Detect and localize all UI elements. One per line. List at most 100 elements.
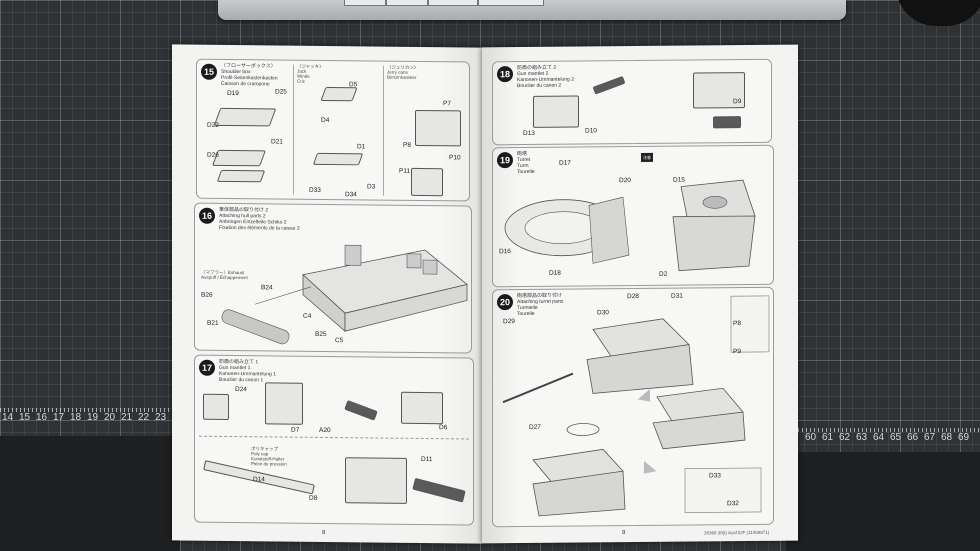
footer-code: 35368 38(t) Ausf.E/F (11058871) bbox=[704, 529, 770, 536]
part-label: P8 bbox=[733, 320, 741, 328]
part-label: D19 bbox=[227, 89, 239, 98]
part-shape bbox=[345, 457, 407, 504]
left-page: 15 〈フローサーボックス〉 Shoulder box Profil-Seite… bbox=[172, 44, 482, 544]
part-label: C5 bbox=[335, 337, 344, 345]
part-label: D29 bbox=[503, 318, 515, 326]
part-label: B24 bbox=[261, 284, 273, 292]
part-shape bbox=[533, 95, 579, 128]
ruler-number: 23 bbox=[155, 412, 167, 423]
part-label: D15 bbox=[673, 176, 685, 184]
divider bbox=[199, 435, 469, 440]
part-label: D8 bbox=[309, 494, 318, 502]
ruler-number: 69 bbox=[958, 432, 970, 443]
laptop-key bbox=[428, 0, 478, 6]
ruler-number: 16 bbox=[36, 412, 48, 423]
part-label: D21 bbox=[271, 138, 283, 146]
part-label: D31 bbox=[671, 292, 683, 300]
laptop-key bbox=[386, 0, 428, 6]
part-label: D20 bbox=[619, 177, 631, 185]
part-label: D17 bbox=[559, 159, 571, 167]
part-label: D5 bbox=[349, 81, 358, 89]
right-page: 18 防盾の組み立て 2 Gun mantlet 2 Kanonen-Umman… bbox=[482, 44, 798, 544]
ruler-number: 21 bbox=[121, 412, 133, 423]
ruler-number: 60 bbox=[805, 432, 817, 443]
ruler-number: 62 bbox=[839, 432, 851, 443]
divider bbox=[383, 65, 384, 196]
part-shape bbox=[401, 391, 443, 425]
turret-assembly-drawing bbox=[502, 295, 770, 517]
part-label: D2 bbox=[659, 270, 668, 278]
hull-drawing bbox=[221, 244, 468, 345]
part-label: D7 bbox=[291, 426, 300, 434]
part-label: D10 bbox=[585, 127, 597, 135]
part-shape bbox=[713, 116, 741, 129]
part-label: P11 bbox=[399, 167, 411, 175]
part-shape bbox=[203, 393, 229, 420]
step-number: 15 bbox=[201, 63, 217, 80]
part-label: D9 bbox=[733, 98, 742, 106]
part-shape bbox=[411, 167, 443, 197]
part-label: D28 bbox=[627, 293, 639, 301]
part-label: P7 bbox=[443, 100, 451, 108]
divider bbox=[293, 64, 294, 195]
step-title: 防盾の組み立て 1 Gun mantlet 1 Kanonen-Ummantel… bbox=[219, 358, 276, 384]
ruler-number: 64 bbox=[873, 432, 885, 443]
part-label: D33 bbox=[309, 186, 321, 194]
part-shape bbox=[592, 75, 626, 95]
part-shape bbox=[320, 86, 358, 102]
column-title: 〈ジャッキ〉 Jack Winde Cric bbox=[297, 63, 324, 84]
column-title: 〈ジェリカン〉 Jerry cans Benzinkanister bbox=[387, 64, 419, 80]
part-label: D1 bbox=[357, 143, 366, 151]
part-label: D18 bbox=[549, 269, 561, 277]
table-edge bbox=[786, 452, 980, 551]
part-shape bbox=[213, 107, 277, 127]
part-label: D25 bbox=[275, 88, 287, 96]
ruler-number: 15 bbox=[19, 412, 31, 423]
page-number: 9 bbox=[622, 530, 626, 537]
step-15-panel: 15 〈フローサーボックス〉 Shoulder box Profil-Seite… bbox=[196, 58, 470, 202]
ruler-number: 17 bbox=[53, 412, 65, 423]
part-label: A20 bbox=[319, 426, 331, 435]
part-shape bbox=[216, 169, 266, 183]
part-label: B26 bbox=[201, 291, 213, 299]
part-shape bbox=[415, 109, 461, 147]
turret-drawing bbox=[504, 179, 756, 272]
part-label: D3 bbox=[367, 183, 376, 191]
step-title: 防盾の組み立て 2 Gun mantlet 2 Kanonen-Ummantel… bbox=[517, 64, 574, 90]
step-number: 17 bbox=[199, 359, 215, 376]
ruler-number: 65 bbox=[890, 432, 902, 443]
part-label: D33 bbox=[709, 472, 721, 480]
ruler-right: 960616263646566676869 bbox=[786, 428, 980, 456]
page-number: 8 bbox=[322, 529, 326, 536]
step-18-panel: 18 防盾の組み立て 2 Gun mantlet 2 Kanonen-Umman… bbox=[492, 58, 772, 146]
part-label: D27 bbox=[529, 423, 541, 431]
ruler-number: 20 bbox=[104, 412, 116, 423]
ruler-number: 14 bbox=[2, 412, 14, 423]
part-shape bbox=[312, 152, 364, 166]
part-shape bbox=[412, 477, 466, 503]
part-label: D6 bbox=[439, 424, 448, 432]
ruler-number: 66 bbox=[907, 432, 919, 443]
part-label: P8 bbox=[403, 141, 411, 149]
part-label: D14 bbox=[253, 476, 265, 484]
step-number: 18 bbox=[497, 66, 513, 83]
step-title: 〈フローサーボックス〉 Shoulder box Profil-Seitenka… bbox=[221, 62, 278, 88]
laptop-edge bbox=[218, 0, 846, 20]
part-label: D32 bbox=[727, 500, 739, 508]
part-label: D13 bbox=[523, 129, 535, 138]
part-label: D22 bbox=[207, 121, 219, 129]
part-label: D11 bbox=[421, 455, 433, 464]
part-label: C4 bbox=[303, 312, 312, 320]
ruler-number: 22 bbox=[138, 412, 150, 423]
instruction-booklet: 15 〈フローサーボックス〉 Shoulder box Profil-Seite… bbox=[172, 44, 798, 544]
ruler-number: 19 bbox=[87, 412, 99, 423]
ruler-number: 68 bbox=[941, 432, 953, 443]
part-label: B21 bbox=[207, 319, 219, 327]
laptop-key bbox=[344, 0, 386, 6]
part-label: D24 bbox=[235, 386, 247, 394]
ruler-number: 63 bbox=[856, 432, 868, 443]
part-label: D34 bbox=[345, 191, 357, 199]
laptop-key bbox=[478, 0, 544, 6]
part-label: D30 bbox=[597, 309, 609, 317]
part-shape bbox=[212, 149, 266, 167]
